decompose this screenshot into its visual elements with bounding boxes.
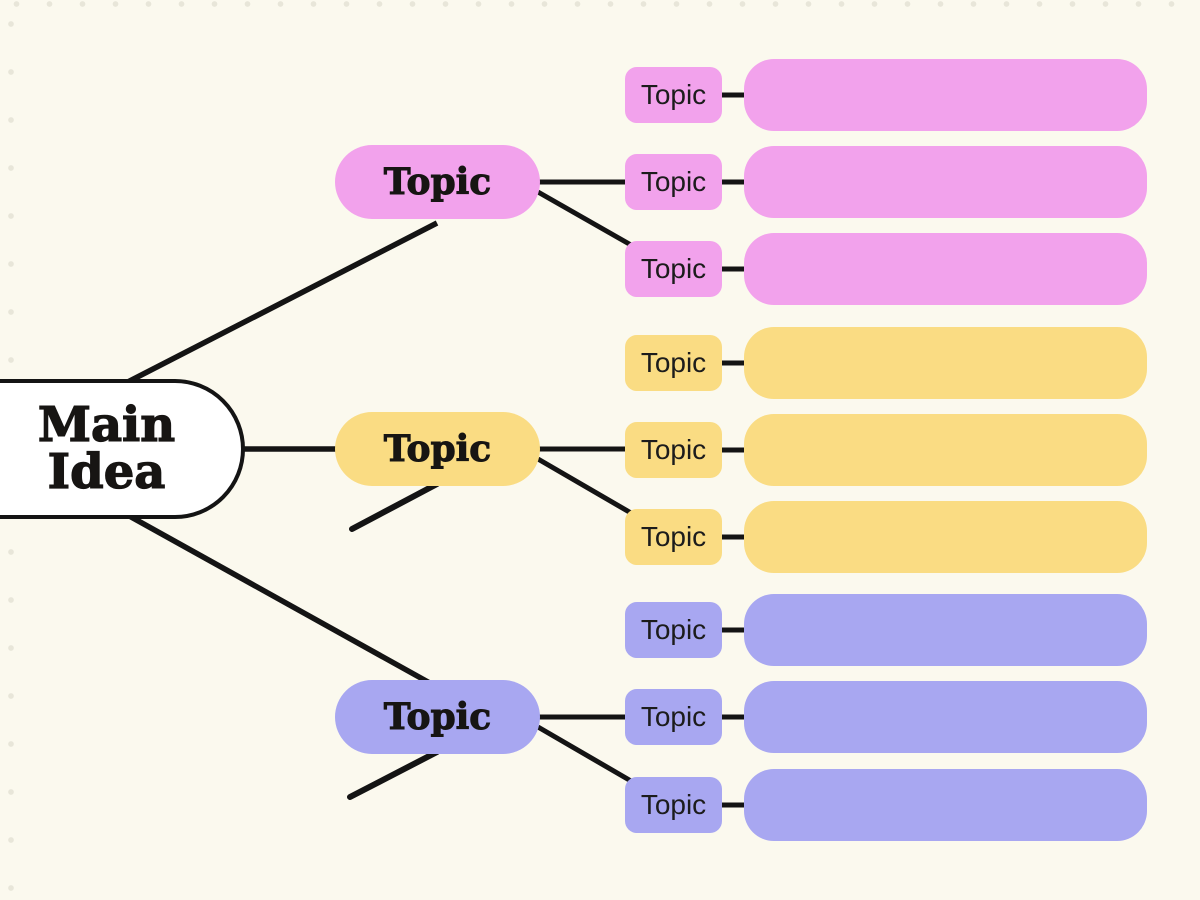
branch-node-3[interactable]: Topic	[335, 680, 540, 754]
subtopic-box-1-2[interactable]: Topic	[625, 154, 722, 210]
subtopic-bar-2-2[interactable]	[744, 414, 1147, 486]
subtopic-label: Topic	[640, 79, 707, 110]
branch-label: Topic	[383, 696, 492, 739]
stub-line-branch-2	[349, 481, 440, 532]
subtopic-label: Topic	[640, 701, 707, 732]
subtopic-bar-3-3[interactable]	[744, 769, 1147, 841]
branch-node-1[interactable]: Topic	[335, 145, 540, 219]
subtopic-label: Topic	[640, 253, 707, 284]
line-branch-2-to-sub-3	[536, 456, 633, 516]
subtopic-bar-2-3[interactable]	[744, 501, 1147, 573]
stub-line-branch-3	[347, 749, 440, 800]
subtopic-box-3-2[interactable]: Topic	[625, 689, 722, 745]
line-main-to-branch-3	[122, 510, 439, 690]
subtopic-bar-2-1[interactable]	[744, 327, 1147, 399]
subtopic-box-1-1[interactable]: Topic	[625, 67, 722, 123]
subtopic-bar-1-2[interactable]	[744, 146, 1147, 218]
subtopic-label: Topic	[640, 789, 707, 820]
subtopic-box-2-1[interactable]: Topic	[625, 335, 722, 391]
main-idea-node[interactable]: Main Idea	[0, 379, 245, 519]
line-branch-3-to-sub-3	[536, 724, 633, 784]
subtopic-label: Topic	[640, 166, 707, 197]
subtopic-label: Topic	[640, 434, 707, 465]
subtopic-label: Topic	[640, 521, 707, 552]
subtopic-label: Topic	[640, 347, 707, 378]
branch-node-2[interactable]: Topic	[335, 412, 540, 486]
subtopic-label: Topic	[640, 614, 707, 645]
subtopic-bar-3-1[interactable]	[744, 594, 1147, 666]
subtopic-bar-1-1[interactable]	[744, 59, 1147, 131]
subtopic-box-1-3[interactable]: Topic	[625, 241, 722, 297]
subtopic-box-3-1[interactable]: Topic	[625, 602, 722, 658]
line-branch-1-to-sub-3	[536, 189, 633, 248]
subtopic-bar-3-2[interactable]	[744, 681, 1147, 753]
line-main-to-branch-1	[118, 220, 439, 389]
subtopic-bar-1-3[interactable]	[744, 233, 1147, 305]
subtopic-box-2-3[interactable]: Topic	[625, 509, 722, 565]
main-idea-label: Main Idea	[37, 396, 176, 500]
branch-label: Topic	[383, 428, 492, 471]
subtopic-box-2-2[interactable]: Topic	[625, 422, 722, 478]
subtopic-box-3-3[interactable]: Topic	[625, 777, 722, 833]
branch-label: Topic	[383, 161, 492, 204]
